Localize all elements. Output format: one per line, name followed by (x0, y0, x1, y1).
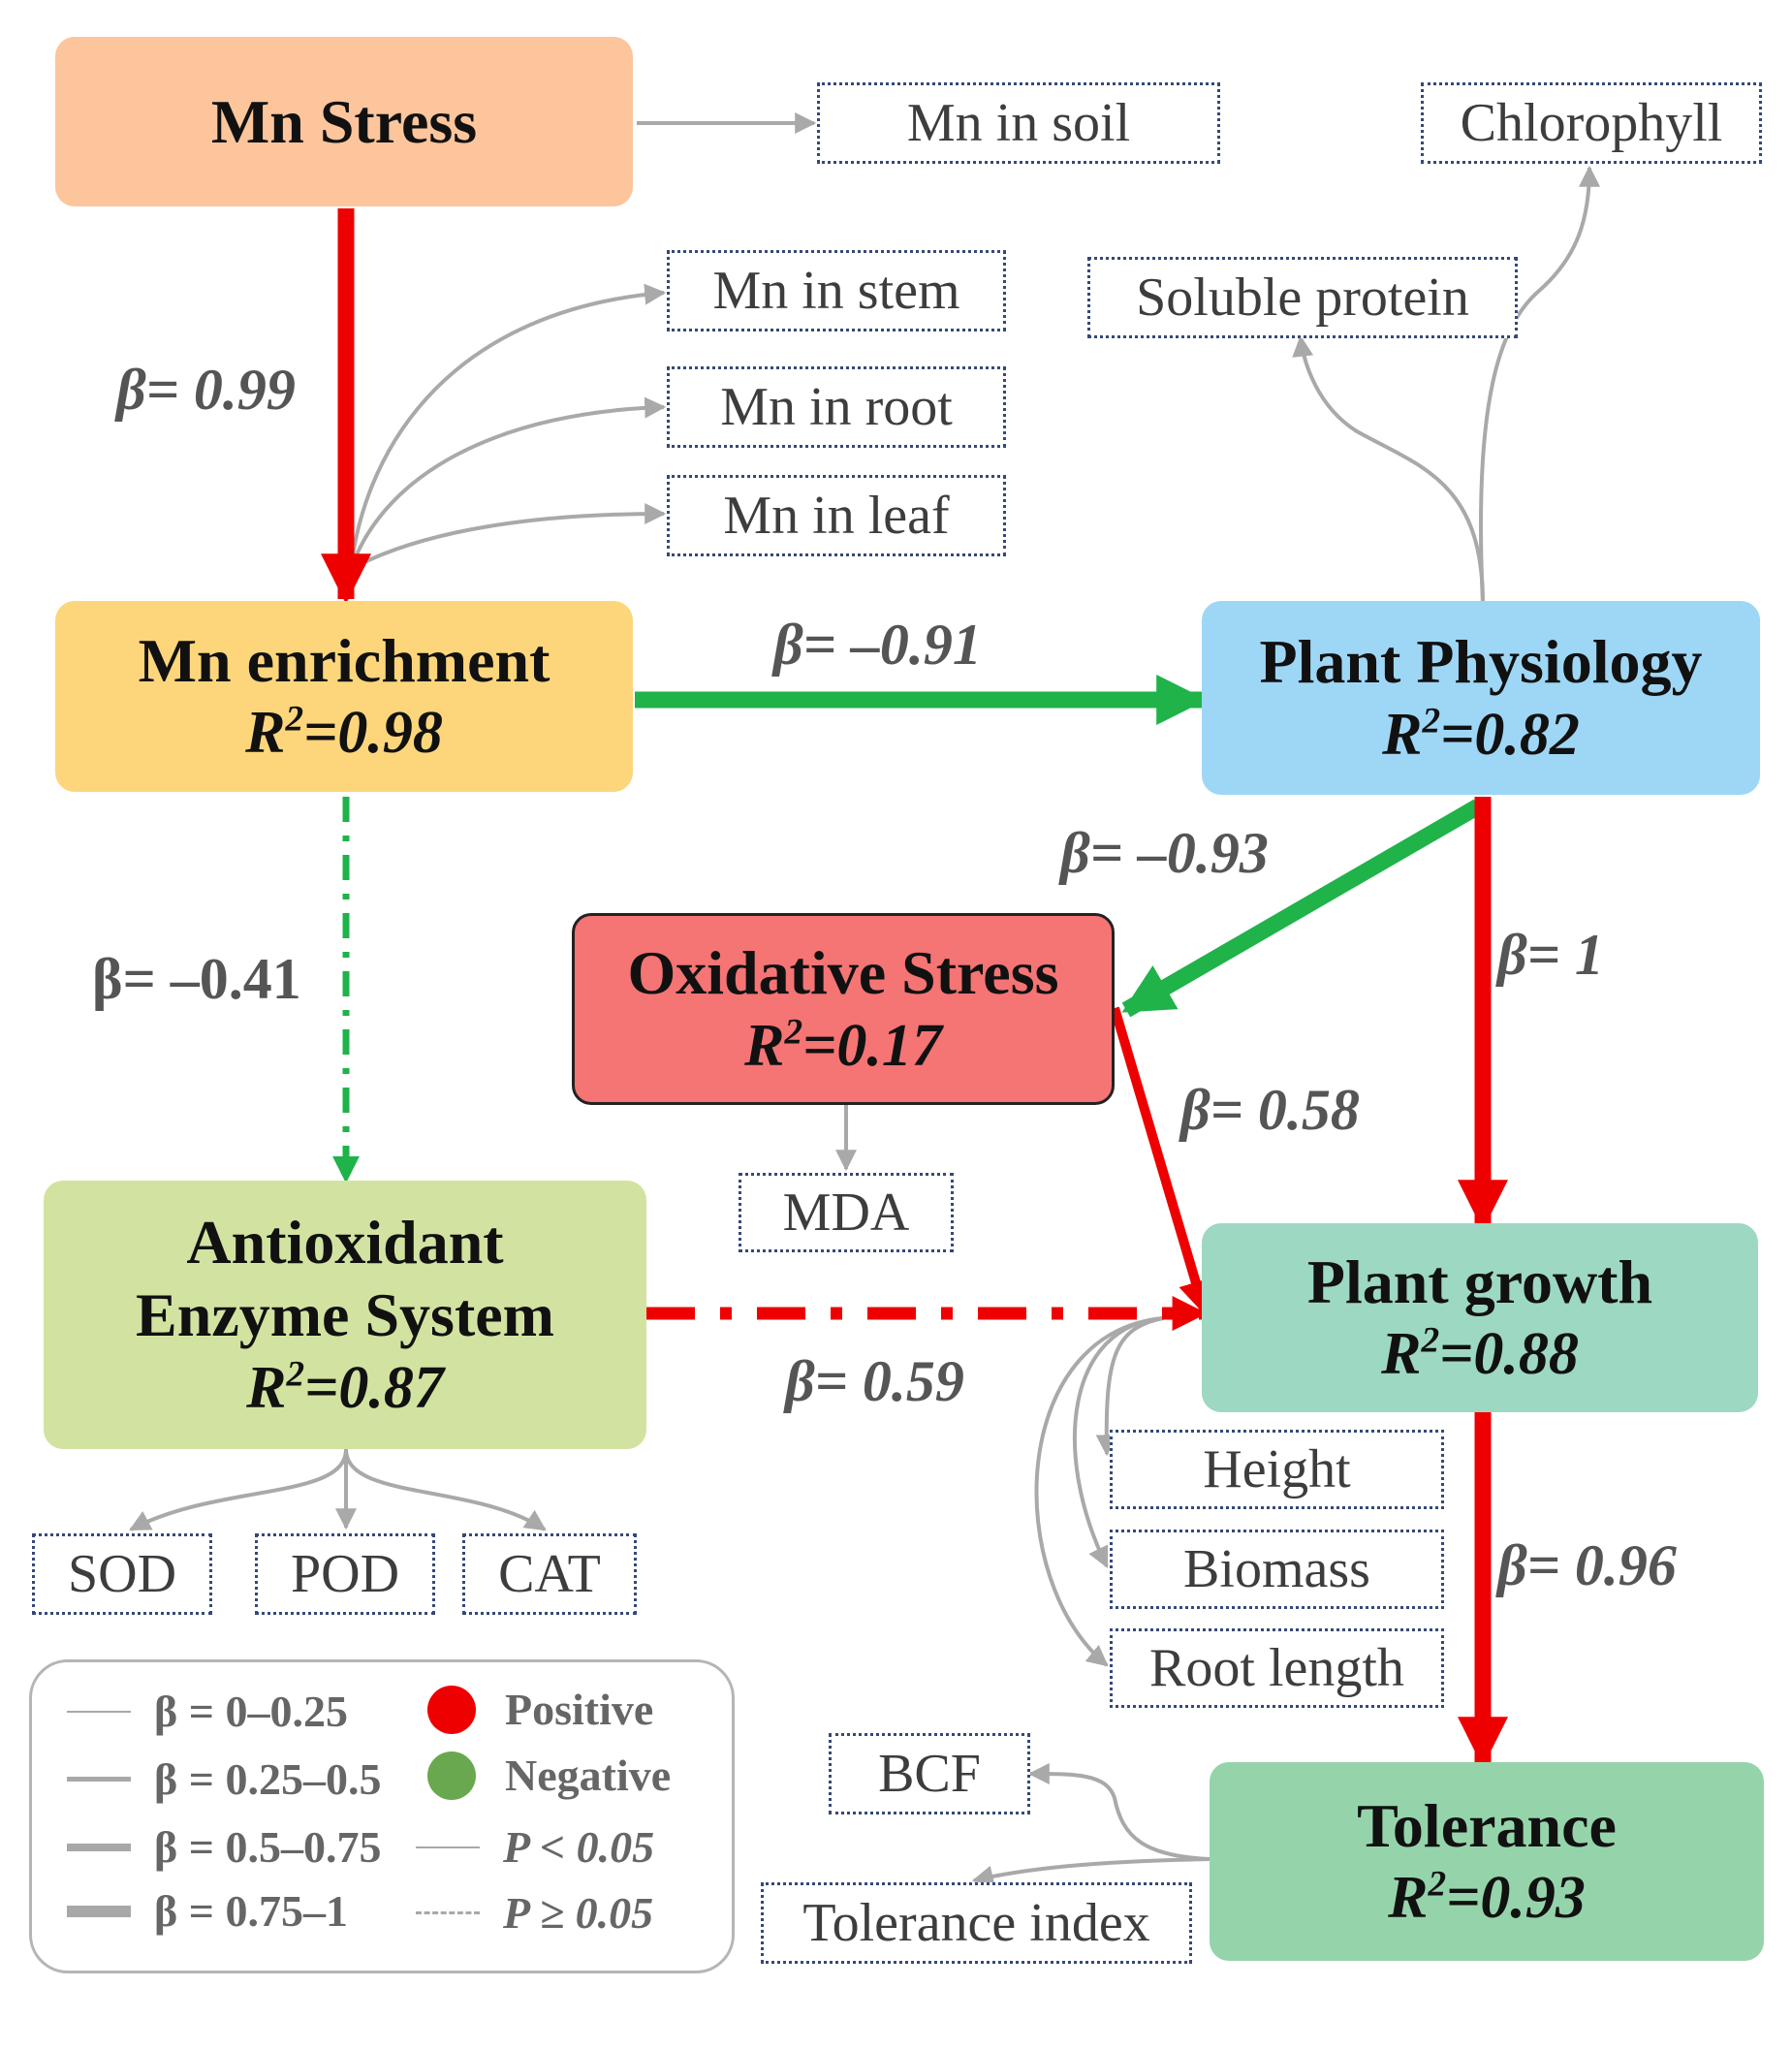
beta-antioxidant-to-growth: β= 0.59 (785, 1349, 964, 1413)
negative-dot-icon (427, 1751, 476, 1800)
positive-dot-icon (427, 1685, 476, 1734)
legend-line-thin (67, 1710, 131, 1713)
beta-growth-to-tolerance: β= 0.96 (1497, 1533, 1677, 1597)
beta-physiology-to-growth: β= 1 (1497, 923, 1604, 987)
legend-label: Negative (505, 1751, 672, 1800)
indicator-pod: POD (255, 1533, 435, 1615)
beta-enrichment-to-physiology: β= –0.91 (773, 613, 982, 677)
node-r2: R2=0.87 (246, 1354, 444, 1421)
arrow-to-mn-in-leaf (350, 503, 667, 571)
node-tolerance: Tolerance R2=0.93 (1210, 1762, 1764, 1961)
legend-label: P ≥ 0.05 (503, 1888, 654, 1938)
arrow-to-height (1095, 1316, 1164, 1457)
legend-width-3: β = 0.5–0.75 (67, 1821, 381, 1873)
node-title: Mn enrichment (138, 625, 550, 695)
node-title: Plant growth (1306, 1246, 1653, 1316)
indicator-mn-in-leaf: Mn in leaf (667, 475, 1006, 556)
indicator-mn-in-stem: Mn in stem (667, 250, 1006, 331)
legend-label: P < 0.05 (503, 1822, 655, 1872)
node-title: Oxidative Stress (627, 938, 1059, 1008)
legend-negative: Negative (427, 1750, 671, 1801)
node-r2: R2=0.17 (744, 1012, 942, 1079)
path-physiology-to-oxidative (1121, 799, 1483, 1018)
legend-line-thick (67, 1843, 131, 1851)
node-mn-stress: Mn Stress (55, 37, 633, 206)
beta-oxidative-to-growth: β= 0.58 (1180, 1078, 1360, 1142)
legend-width-1: β = 0–0.25 (67, 1686, 348, 1737)
legend-label: β = 0.75–1 (154, 1886, 348, 1936)
node-r2: R2=0.82 (1382, 701, 1580, 768)
indicator-chlorophyll: Chlorophyll (1421, 82, 1762, 164)
legend-label: Positive (505, 1685, 654, 1734)
node-title: Plant Physiology (1259, 627, 1703, 697)
legend-line-medium (67, 1777, 131, 1782)
node-plant-growth: Plant growth R2=0.88 (1202, 1223, 1758, 1412)
node-title-line1: Antioxidant (186, 1207, 504, 1277)
legend-positive: Positive (427, 1684, 653, 1735)
indicator-mda: MDA (739, 1173, 954, 1252)
arrow-to-tolerance-index (971, 1857, 1210, 1887)
indicator-tolerance-index: Tolerance index (761, 1882, 1192, 1964)
node-oxidative-stress: Oxidative Stress R2=0.17 (572, 913, 1115, 1105)
arrow-to-mn-in-root (349, 396, 667, 570)
legend-nonsignificant: P ≥ 0.05 (416, 1887, 653, 1939)
legend-width-2: β = 0.25–0.5 (67, 1753, 381, 1805)
arrow-to-mn-in-stem (349, 283, 667, 570)
indicator-soluble-protein: Soluble protein (1087, 257, 1518, 338)
arrow-to-root-length (1034, 1316, 1164, 1667)
legend-line-thickest (67, 1905, 131, 1917)
legend-label: β = 0.5–0.75 (154, 1822, 382, 1872)
node-mn-enrichment: Mn enrichment R2=0.98 (55, 601, 633, 792)
node-r2: R2=0.93 (1388, 1864, 1586, 1932)
arrow-to-sod (129, 1448, 348, 1531)
beta-enrichment-to-antioxidant: β= –0.41 (92, 947, 301, 1011)
indicator-cat: CAT (462, 1533, 637, 1615)
legend-label: β = 0.25–0.5 (154, 1754, 382, 1804)
legend-solid-line (416, 1846, 480, 1848)
node-title-line2: Enzyme System (136, 1280, 554, 1350)
arrow-to-soluble-protein (1292, 334, 1485, 604)
arrow-to-chlorophyll (1479, 165, 1600, 604)
indicator-sod: SOD (32, 1533, 212, 1615)
arrow-to-bcf (1027, 1763, 1210, 1861)
indicator-height: Height (1110, 1430, 1444, 1509)
structural-paths (321, 208, 1508, 1768)
legend-significant: P < 0.05 (416, 1821, 654, 1873)
indicator-mn-in-soil: Mn in soil (817, 82, 1220, 164)
indicator-root-length: Root length (1110, 1628, 1444, 1708)
indicator-bcf: BCF (829, 1733, 1030, 1814)
legend-width-4: β = 0.75–1 (67, 1885, 348, 1937)
node-r2: R2=0.88 (1381, 1320, 1579, 1388)
indicator-biomass: Biomass (1110, 1530, 1444, 1609)
node-antioxidant-enzyme-system: Antioxidant Enzyme System R2=0.87 (44, 1181, 646, 1449)
node-plant-physiology: Plant Physiology R2=0.82 (1202, 601, 1760, 795)
legend-dashed-line (416, 1911, 480, 1914)
indicator-mn-in-root: Mn in root (667, 366, 1006, 448)
indicator-arrows (129, 112, 1600, 1887)
node-title: Tolerance (1357, 1790, 1617, 1860)
path-oxidative-to-growth (1110, 1006, 1213, 1316)
beta-stress-to-enrichment: β= 0.99 (116, 358, 296, 422)
legend: β = 0–0.25 β = 0.25–0.5 β = 0.5–0.75 β =… (29, 1659, 735, 1973)
legend-label: β = 0–0.25 (154, 1687, 348, 1736)
node-title: Mn Stress (210, 86, 478, 156)
node-r2: R2=0.98 (245, 699, 443, 767)
arrow-to-cat (344, 1448, 547, 1531)
beta-physiology-to-oxidative: β= –0.93 (1060, 821, 1269, 885)
